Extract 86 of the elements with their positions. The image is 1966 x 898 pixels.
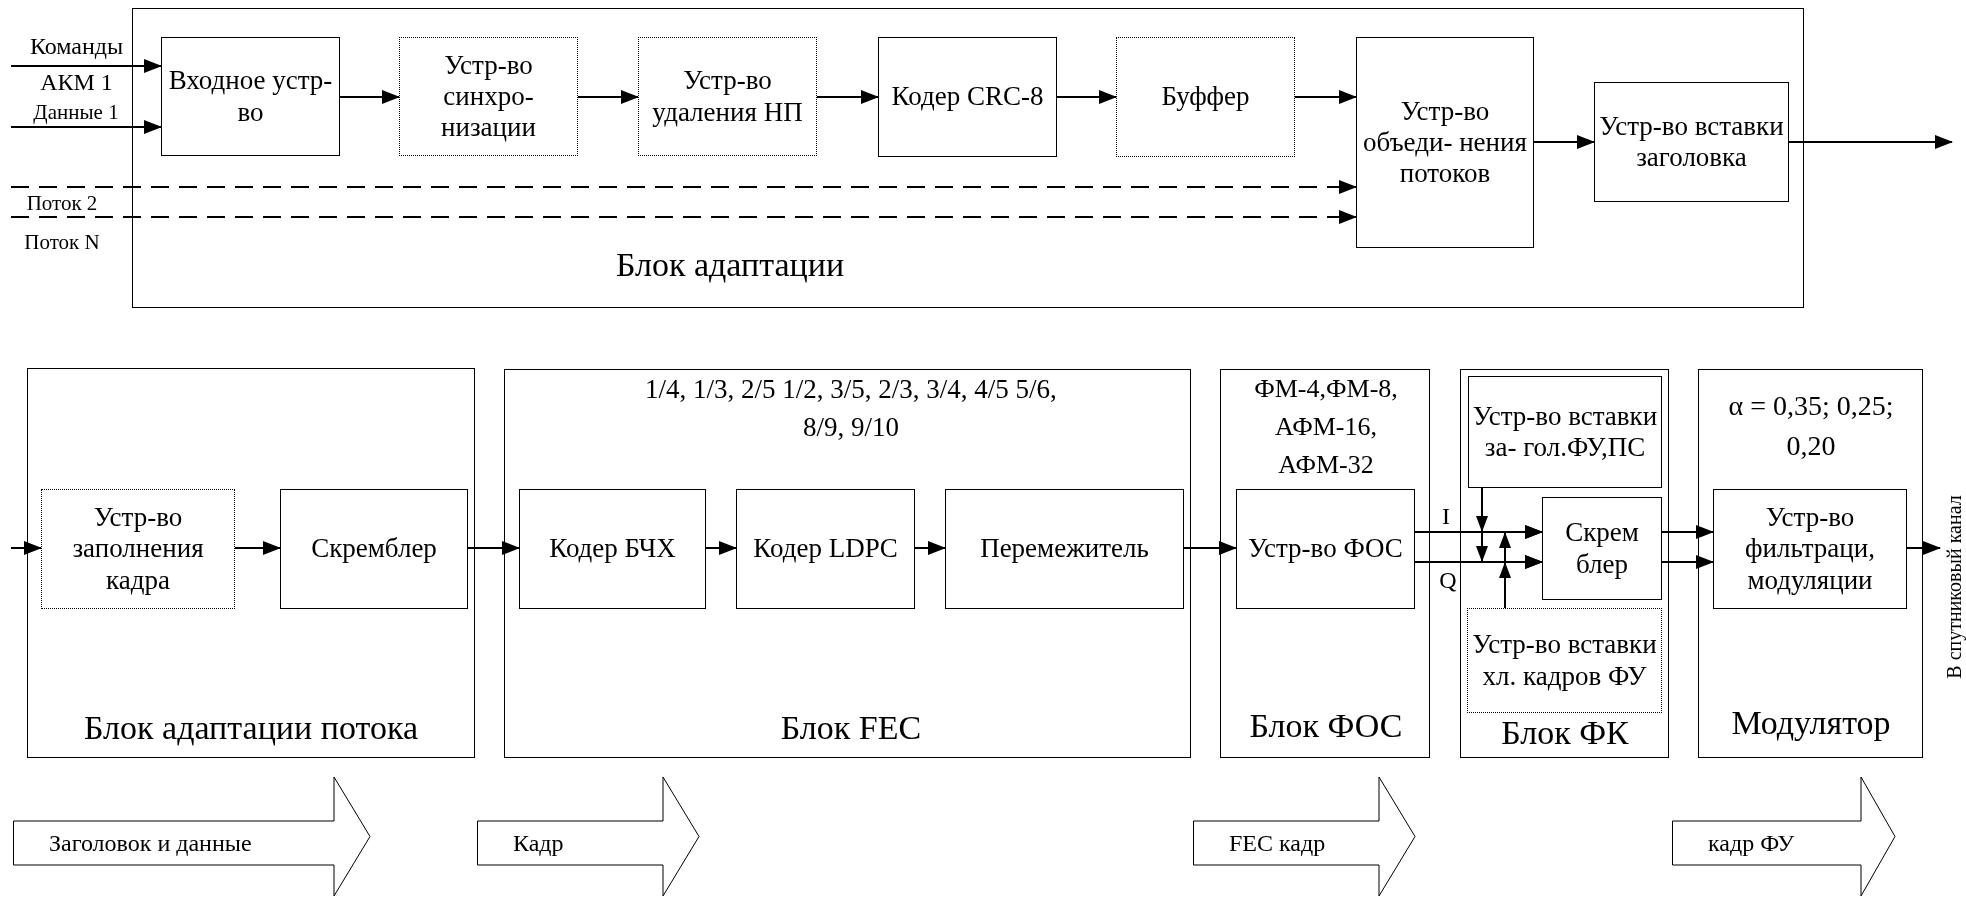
box-label: Устр-во вставки хл. кадров ФУ [1471,628,1658,693]
edge-label: I [1441,502,1451,530]
block-title: Модулятор [1730,703,1892,743]
arrow [1499,531,1543,609]
box-label: Кодер CRC-8 [890,80,1045,114]
process-box [878,37,1057,157]
block-title: Блок ФК [1500,713,1630,753]
process-box [1594,82,1789,202]
process-box [41,489,235,609]
process-box [1467,608,1662,713]
process-box [1542,497,1662,600]
box-label: Устр-во объеди- нения потоков [1362,94,1528,190]
arrow [10,59,162,73]
edge-label: Поток N [23,230,101,254]
process-box [736,489,915,609]
block-arrow [13,776,371,897]
arrow [816,90,879,104]
process-box [1356,37,1534,248]
arrow [1476,487,1543,563]
block-note: ФМ-4,ФМ-8, АФМ-16, АФМ-32 [1253,373,1399,481]
block-frame [132,8,1804,308]
box-label: Буффер [1160,80,1251,114]
process-box [638,37,817,156]
arrow [339,90,400,104]
arrow [10,541,42,555]
arrow [1533,135,1595,149]
block-arrow [1672,776,1896,897]
block-arrow [477,776,700,897]
box-label: Устр-во вставки за- гол.ФУ,ПС [1471,399,1659,464]
arrow [577,90,639,104]
process-box [1236,489,1415,609]
edge-label: Команды АКМ 1 [28,32,125,97]
block-arrow [1193,776,1416,897]
block-frame [504,369,1191,758]
arrow [10,180,1357,194]
arrow-label: Заголовок и данные [49,829,252,858]
block-title: Блок адаптации потока [83,708,419,748]
box-label: Устр-во удаления НП [651,64,804,129]
block-frame [1220,369,1430,758]
process-box [399,37,578,156]
process-box [1713,489,1907,609]
box-label: Устр-во синхро- низации [440,48,537,144]
arrow-label: кадр ФУ [1708,829,1795,858]
box-label: Входное устр-во [167,64,334,129]
process-box [1116,37,1295,157]
arrow [1661,525,1714,539]
box-label: Перемежитель [979,532,1150,566]
edge-label: Данные 1 [32,100,120,124]
arrow [914,541,946,555]
arrow [1056,90,1117,104]
arrow [1788,135,1953,149]
arrow [1294,90,1357,104]
box-label: Устр-во заполнения кадра [71,501,205,597]
box-label: Скрем блер [1564,516,1640,581]
block-title: Блок ФОС [1248,706,1404,746]
box-label: Скремблер [310,532,438,566]
arrow [467,541,520,555]
block-frame [27,368,475,758]
arrow [1661,555,1714,569]
process-box [519,489,706,609]
box-label: Кодер БЧХ [548,532,677,566]
block-note: α = 0,35; 0,25; 0,20 [1727,389,1895,463]
block-title: Блок адаптации [614,245,846,285]
arrow [1183,541,1237,555]
block-title: Блок FEC [779,708,923,748]
arrow [234,541,281,555]
arrow [10,120,162,134]
block-frame [1698,369,1923,758]
edge-label: Поток 2 [25,191,99,215]
block-note: 1/4, 1/3, 2/5 1/2, 3/5, 2/3, 3/4, 4/5 5/6, 8/9, 9/10 [644,373,1058,444]
box-label: Устр-во ФОС [1247,532,1404,566]
block-frame [1460,369,1669,758]
arrow-label: FEC кадр [1229,829,1326,858]
box-label: Кодер LDPC [752,532,899,566]
arrow [10,210,1357,224]
process-box [161,37,340,156]
box-label: Устр-во фильтраци, модуляции [1744,501,1876,597]
arrow [705,541,737,555]
process-box [280,489,468,609]
process-box [945,489,1184,609]
edge-label: В спутниковый канал [1944,495,1964,679]
arrow [1906,541,1941,555]
process-box [1468,376,1662,488]
arrow-label: Кадр [513,829,564,858]
edge-label: Q [1438,566,1458,594]
box-label: Устр-во вставки заголовка [1598,109,1785,174]
